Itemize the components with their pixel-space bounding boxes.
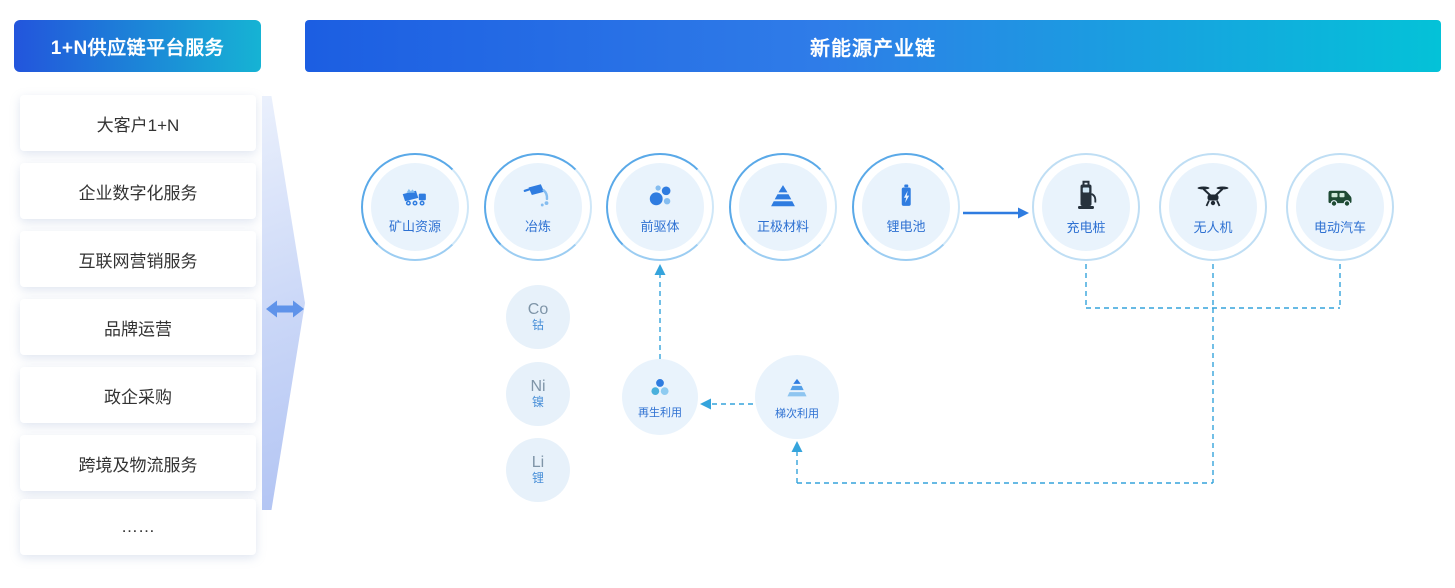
electric-vehicle-icon <box>1322 178 1358 214</box>
mining-truck-icon <box>398 179 432 213</box>
double-arrow-icon <box>266 300 304 318</box>
chain-node-charging-pile: 充电桩 <box>1032 153 1140 261</box>
element-symbol: Co <box>527 300 549 318</box>
sidebar-item-digitalization[interactable]: 企业数字化服务 <box>20 163 256 219</box>
element-symbol: Li <box>531 453 545 471</box>
element-name: 镍 <box>531 395 544 410</box>
node-cascade-use: 梯次利用 <box>755 355 839 439</box>
node-recycling: 再生利用 <box>622 359 698 435</box>
chain-node-label: 正极材料 <box>756 219 809 234</box>
battery-icon <box>889 179 923 213</box>
sidebar-title: 1+N供应链平台服务 <box>14 20 261 72</box>
chain-node-drone: 无人机 <box>1159 153 1267 261</box>
connector-lines <box>654 207 1341 484</box>
sidebar-item-brand-operation[interactable]: 品牌运营 <box>20 299 256 355</box>
sidebar-item-key-account[interactable]: 大客户1+N <box>20 95 256 151</box>
recycle-icon <box>646 374 674 402</box>
chain-node-mining: 矿山资源 <box>361 153 469 261</box>
chain-node-precursor: 前驱体 <box>606 153 714 261</box>
chain-node-cathode: 正极材料 <box>729 153 837 261</box>
charging-pile-icon <box>1068 178 1104 214</box>
element-symbol: Ni <box>530 377 546 395</box>
element-name: 钴 <box>531 318 544 333</box>
node-label: 梯次利用 <box>775 408 819 420</box>
sidebar-item-internet-marketing[interactable]: 互联网营销服务 <box>20 231 256 287</box>
chain-node-label: 前驱体 <box>640 219 680 234</box>
chain-node-battery: 锂电池 <box>852 153 960 261</box>
element-name: 锂 <box>531 471 544 486</box>
cascade-use-icon <box>782 373 812 403</box>
sidebar-item-crossborder-logistics[interactable]: 跨境及物流服务 <box>20 435 256 491</box>
chain-title: 新能源产业链 <box>305 20 1441 72</box>
chain-node-label: 锂电池 <box>886 219 926 234</box>
chain-node-label: 无人机 <box>1193 220 1233 235</box>
sidebar-item-gov-procurement[interactable]: 政企采购 <box>20 367 256 423</box>
chain-node-label: 冶炼 <box>524 219 551 234</box>
chain-node-label: 电动汽车 <box>1313 220 1366 235</box>
cathode-pyramid-icon <box>766 179 800 213</box>
chain-node-label: 矿山资源 <box>388 219 441 234</box>
element-lithium: Li 锂 <box>506 438 570 502</box>
precursor-molecule-icon <box>643 179 677 213</box>
smelting-icon <box>521 179 555 213</box>
element-nickel: Ni 镍 <box>506 362 570 426</box>
drone-icon <box>1195 178 1231 214</box>
node-label: 再生利用 <box>638 407 682 419</box>
chain-node-label: 充电桩 <box>1066 220 1106 235</box>
chain-node-electric-vehicle: 电动汽车 <box>1286 153 1394 261</box>
sidebar-item-more[interactable]: …… <box>20 499 256 555</box>
chain-node-smelting: 冶炼 <box>484 153 592 261</box>
element-cobalt: Co 钴 <box>506 285 570 349</box>
